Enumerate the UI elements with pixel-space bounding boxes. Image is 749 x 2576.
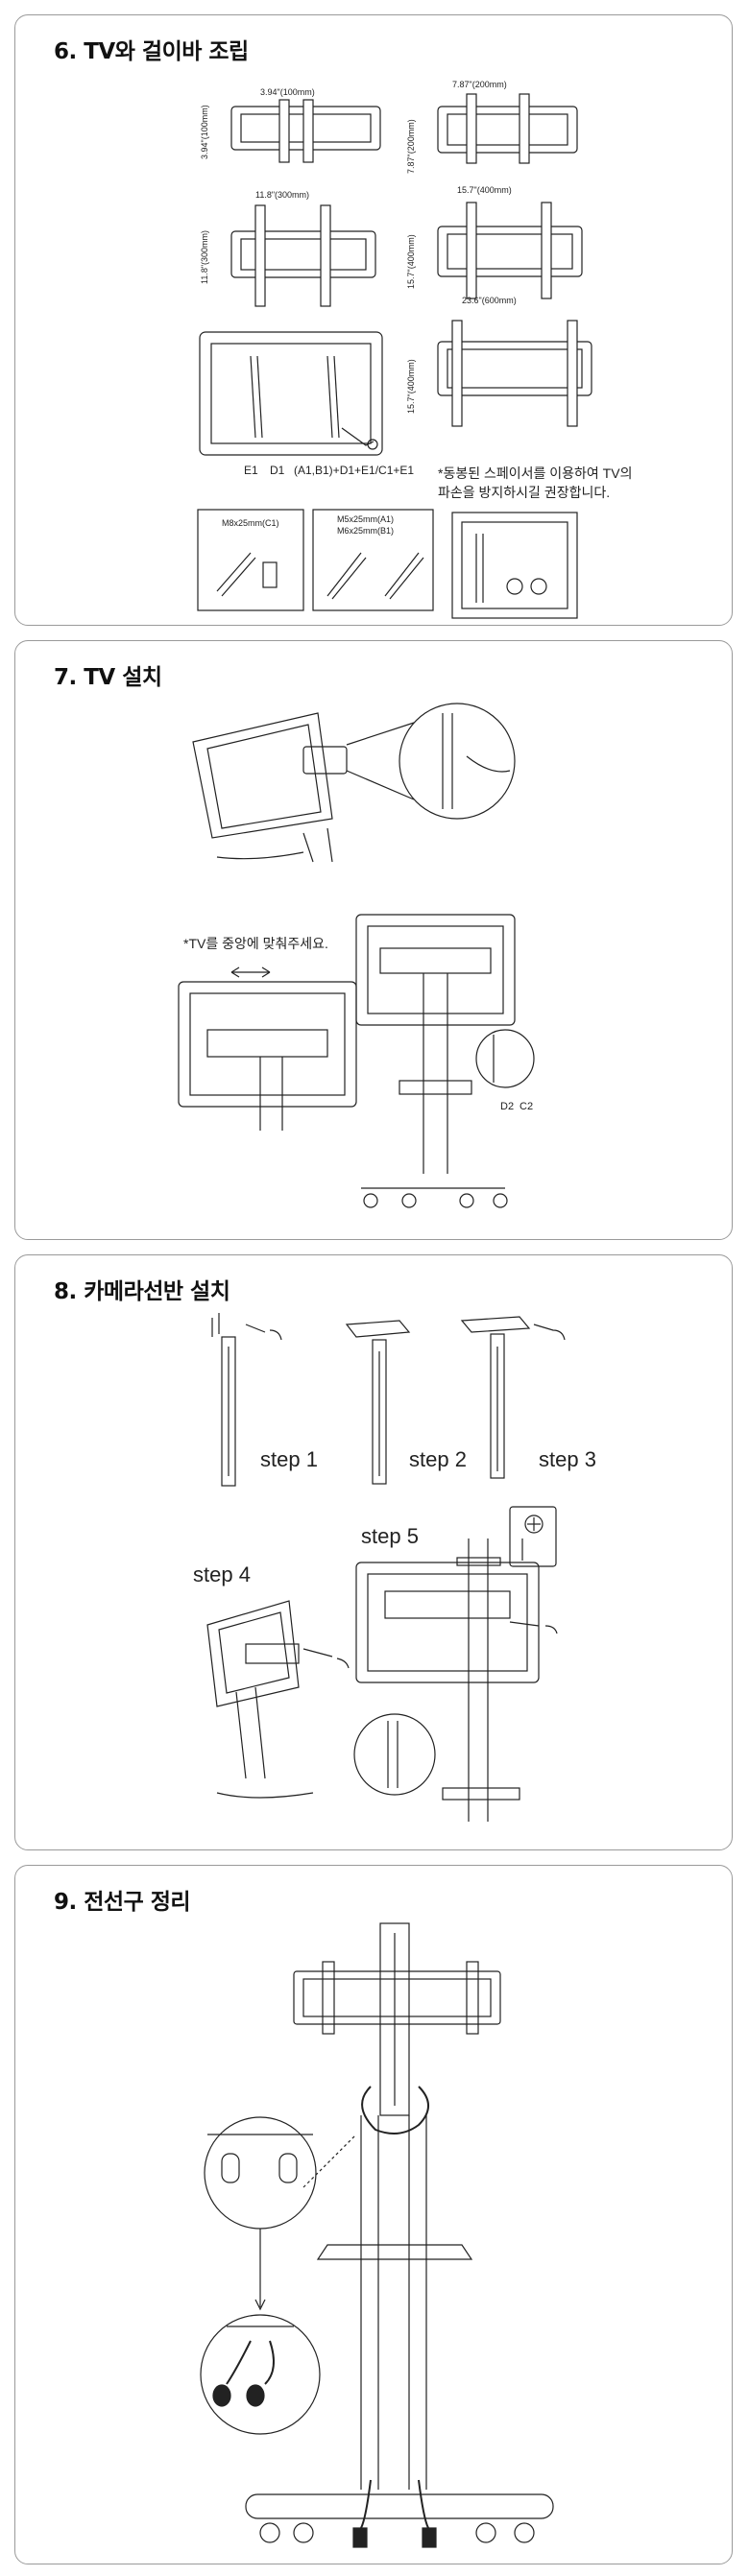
dim-label: 3.94"(100mm) <box>260 87 315 97</box>
dim-label: 7.87"(200mm) <box>452 80 507 89</box>
step-label: step 1 <box>260 1447 318 1471</box>
screw-label: M6x25mm(B1) <box>337 526 394 536</box>
tv-centered-diagram: *TV를 중앙에 맞춰주세요. <box>178 936 357 1131</box>
vesa-400-diagram: 15.7"(400mm) 15.7"(400mm) <box>406 185 583 299</box>
spacer-note-line1: *동봉된 스페이서를 이용하여 TV의 <box>438 465 632 481</box>
screw-label: M5x25mm(A1) <box>337 514 394 524</box>
spacer-detail-box <box>451 512 578 619</box>
dim-label: 7.87"(200mm) <box>406 119 416 174</box>
step-4-diagram: step 4 <box>193 1562 350 1799</box>
part-label: (A1,B1)+D1+E1/C1+E1 <box>294 464 414 477</box>
section-title: 9. 전선구 정리 <box>54 1890 191 1915</box>
dim-label: 23.6"(600mm) <box>462 296 517 305</box>
spacer-note-line2: 파손을 방지하시길 권장합니다. <box>438 485 610 500</box>
tv-hanging-diagram <box>192 703 516 863</box>
step-label: step 4 <box>193 1562 251 1586</box>
step-5-diagram: step 5 <box>353 1524 558 1822</box>
vesa-200-diagram: 7.87"(200mm) 7.87"(200mm) <box>406 80 578 174</box>
section-title: 8. 카메라선반 설치 <box>54 1279 230 1304</box>
dim-label: 15.7"(400mm) <box>406 234 416 289</box>
dim-label: 15.7"(400mm) <box>457 185 512 195</box>
part-label: D1 <box>270 464 285 477</box>
section-cable-management: 9. 전선구 정리 <box>14 1865 733 2564</box>
dim-label: 11.8"(300mm) <box>255 190 309 200</box>
part-label: D2 <box>500 1101 514 1112</box>
tv-installation-diagram: *TV를 중앙에 맞춰주세요. D2 C2 <box>178 703 535 1208</box>
vesa-600-diagram: 23.6"(600mm) 15.7"(400mm) <box>406 296 592 427</box>
screw-label: M8x25mm(C1) <box>222 518 279 528</box>
center-tv-note: *TV를 중앙에 맞춰주세요. <box>183 936 328 951</box>
step-3-diagram: step 3 <box>460 1316 596 1479</box>
dim-label: 3.94"(100mm) <box>200 105 209 159</box>
tv-back-diagram: E1 D1 (A1,B1)+D1+E1/C1+E1 <box>199 331 414 477</box>
section-title: 6. TV와 걸이바 조립 <box>54 39 249 64</box>
camera-shelf-diagram: step 1 step 2 step 3 step 5 <box>193 1313 596 1822</box>
step-label: step 5 <box>361 1524 419 1548</box>
step-label: step 2 <box>409 1447 467 1471</box>
screw-c1-box: M8x25mm(C1) <box>197 509 304 611</box>
cable-management-diagram <box>200 1922 554 2548</box>
vesa-300-diagram: 11.8"(300mm) 11.8"(300mm) <box>200 190 376 307</box>
dim-label: 11.8"(300mm) <box>200 230 209 284</box>
section-camera-shelf-installation: 8. 카메라선반 설치 step 1 step 2 step 3 <box>14 1254 733 1850</box>
screwdriver-icon <box>509 1506 557 1567</box>
step-1-diagram: step 1 <box>211 1313 318 1487</box>
section-title: 7. TV 설치 <box>54 665 162 690</box>
stand-with-tv-diagram: D2 C2 <box>355 914 535 1208</box>
bracket-assembly-diagram: 3.94"(100mm) 3.94"(100mm) 7.87"(200mm) 7… <box>197 80 632 619</box>
section-tv-installation: 7. TV 설치 *TV를 중앙에 맞춰주세요. <box>14 640 733 1240</box>
step-2-diagram: step 2 <box>345 1320 467 1485</box>
screw-a1-b1-box: M5x25mm(A1) M6x25mm(B1) <box>312 509 434 611</box>
part-label: E1 <box>244 464 258 477</box>
dim-label: 15.7"(400mm) <box>406 359 416 414</box>
step-label: step 3 <box>539 1447 596 1471</box>
vesa-100-diagram: 3.94"(100mm) 3.94"(100mm) <box>200 87 381 163</box>
section-tv-bracket-assembly: 6. TV와 걸이바 조립 3.94"(100mm) 3.94"(100mm) … <box>14 14 733 626</box>
part-label: C2 <box>519 1101 533 1112</box>
